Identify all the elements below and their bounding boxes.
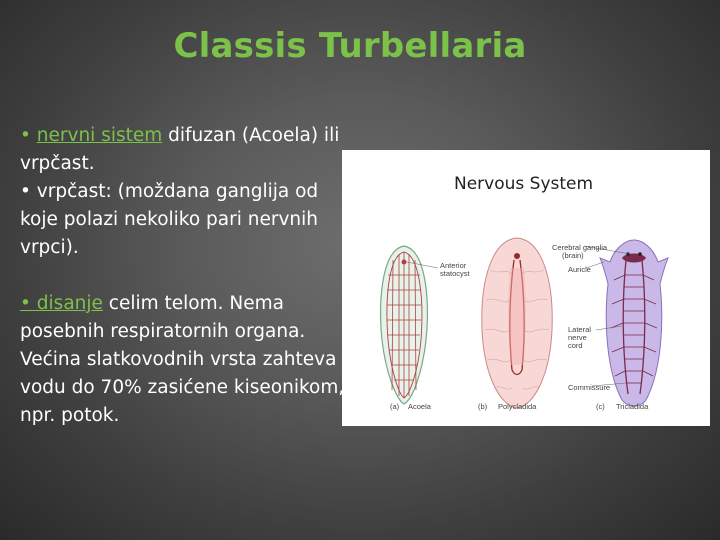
panel-c-letter: (c) <box>596 402 605 411</box>
label-commissure: Commissure <box>568 383 610 392</box>
label-anterior-statocyst-2: statocyst <box>440 269 471 278</box>
label-lateral-1: Lateral <box>568 325 591 334</box>
paragraph1-line2: • vrpčast: (moždana ganglija od koje pol… <box>20 181 319 258</box>
panel-c-name: Tricladida <box>616 402 649 411</box>
nervous-system-figure: Nervous System <box>342 150 710 426</box>
label-lateral-2: nerve <box>568 333 587 342</box>
polycladida-drawing <box>481 237 553 409</box>
label-cerebral-ganglia-2: (brain) <box>562 251 584 260</box>
bullet: • <box>20 125 37 146</box>
panel-b-name: Polycladida <box>498 402 537 411</box>
tricladida-drawing <box>583 239 669 407</box>
label-anterior-statocyst-1: Anterior <box>440 261 467 270</box>
panel-b-letter: (b) <box>478 402 488 411</box>
nervous-system-illustration: Anterior statocyst Cerebral ganglia (bra… <box>380 237 669 411</box>
label-lateral-3: cord <box>568 341 583 350</box>
panel-a-name: Acoela <box>408 402 432 411</box>
nervous-system-paragraph: • nervni sistem difuzan (Acoela) ili vrp… <box>20 122 350 262</box>
paragraph2-text: celim telom. Nema posebnih respiratornih… <box>20 293 345 426</box>
respiration-paragraph: • disanje celim telom. Nema posebnih res… <box>20 290 350 430</box>
panel-a-letter: (a) <box>390 402 400 411</box>
slide-title: Classis Turbellaria <box>173 26 527 66</box>
acoela-drawing <box>380 245 439 405</box>
label-auricle: Auricle <box>568 265 591 274</box>
figure-title: Nervous System <box>454 174 594 194</box>
highlight-nervni-sistem: nervni sistem <box>36 125 163 146</box>
label-cerebral-ganglia-1: Cerebral ganglia <box>552 243 608 252</box>
slide-body: • nervni sistem difuzan (Acoela) ili vrp… <box>20 122 350 430</box>
highlight-disanje: • disanje <box>20 293 103 314</box>
paragraph1-text: difuzan (Acoela) ili vrpčast. <box>20 125 340 174</box>
